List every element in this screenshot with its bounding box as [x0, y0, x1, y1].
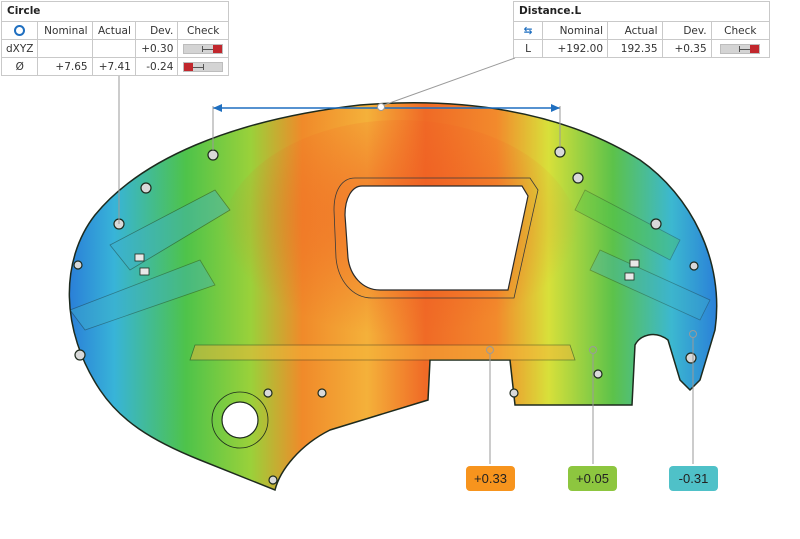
- table-row: dXYZ +0.30: [2, 39, 228, 58]
- col-nominal: Nominal: [542, 22, 609, 40]
- table-row: L +192.00 192.35 +0.35: [514, 39, 769, 58]
- col-actual: Actual: [607, 22, 663, 40]
- bore-hole: [221, 401, 259, 439]
- distance-arrows-icon: ⇆: [514, 22, 543, 40]
- panel-title: Distance.L: [514, 2, 769, 22]
- col-actual: Actual: [92, 22, 136, 40]
- header-row: Nominal Actual Dev. Check: [2, 22, 228, 40]
- col-check: Check: [711, 22, 769, 40]
- col-dev: Dev.: [662, 22, 712, 40]
- col-nominal: Nominal: [37, 22, 93, 40]
- check-bar: [178, 58, 228, 76]
- header-row: ⇆ Nominal Actual Dev. Check: [514, 22, 769, 40]
- distance-measurement-panel: Distance.L ⇆ Nominal Actual Dev. Check L…: [513, 1, 770, 58]
- deviation-label: +0.05: [568, 466, 617, 491]
- col-check: Check: [177, 22, 228, 40]
- deviation-label: -0.31: [669, 466, 718, 491]
- panel-title: Circle: [2, 2, 228, 22]
- col-dev: Dev.: [135, 22, 179, 40]
- circle-measurement-panel: Circle Nominal Actual Dev. Check dXYZ +0…: [1, 1, 229, 76]
- circle-icon: [2, 22, 39, 40]
- table-row: Ø +7.65 +7.41 -0.24: [2, 57, 228, 76]
- deviation-label: +0.33: [466, 466, 515, 491]
- check-bar: [711, 40, 769, 58]
- central-cutout: [344, 185, 529, 291]
- check-bar: [177, 39, 228, 58]
